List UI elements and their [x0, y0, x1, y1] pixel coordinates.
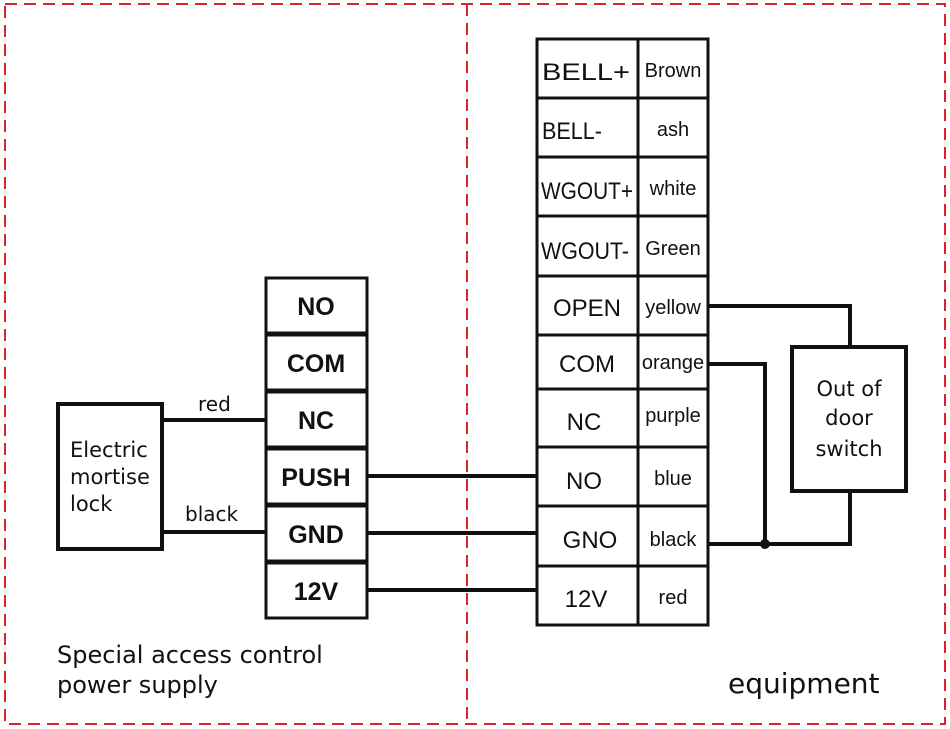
equipment-label: equipment — [728, 667, 880, 700]
eq-terminal-bell-minus: BELL- — [542, 118, 602, 145]
lock-wire-black-label: black — [185, 502, 239, 526]
lock-wire-red-label: red — [198, 392, 231, 416]
equipment-terminal-block: BELL+ BELL- WGOUT+ WGOUT- OPEN COM NC NO… — [535, 37, 710, 627]
ps-terminal-cell — [264, 276, 369, 335]
ps-terminal-cell — [264, 561, 369, 620]
eq-color-purple: purple — [645, 405, 701, 427]
lock-text-line2: mortise — [70, 465, 150, 489]
power-supply-terminal-block: NO COM NC PUSH GND 12V — [264, 276, 369, 620]
eq-color-brown: Brown — [645, 60, 702, 82]
ps-terminal-com: COM — [287, 350, 345, 378]
wire-open-to-switch — [708, 304, 852, 347]
lock-text-line3: lock — [70, 492, 113, 516]
wire-gno-to-switch — [708, 491, 852, 546]
junction-dot — [760, 539, 770, 549]
eq-color-red: red — [659, 587, 688, 609]
eq-terminal-wgout-minus: WGOUT- — [541, 238, 629, 265]
wire-com-to-junction — [708, 362, 767, 544]
eq-terminal-wgout-plus: WGOUT+ — [541, 178, 633, 205]
ps-terminal-gnd: GND — [288, 521, 344, 549]
eq-terminal-com: COM — [559, 351, 615, 378]
eq-terminal-nc: NC — [567, 409, 602, 436]
eq-color-yellow: yellow — [645, 297, 701, 319]
ps-terminal-cell — [264, 333, 369, 392]
lock-text-line1: Electric — [70, 438, 148, 462]
eq-terminal-no: NO — [566, 468, 602, 495]
ps-terminal-cell — [264, 390, 369, 449]
electric-lock-box — [56, 402, 164, 551]
door-switch-box — [790, 345, 908, 493]
power-supply-label-line1: Special access control — [57, 641, 323, 669]
eq-color-green: Green — [645, 238, 701, 260]
eq-color-white: white — [649, 178, 697, 200]
eq-terminal-bell-plus: BELL+ — [542, 59, 630, 86]
ps-terminal-cell — [264, 447, 369, 506]
eq-color-orange: orange — [642, 352, 704, 374]
door-switch-text-line3: switch — [815, 437, 882, 461]
door-switch-text-line1: Out of — [817, 377, 883, 401]
eq-color-ash: ash — [657, 119, 689, 141]
eq-color-blue: blue — [654, 468, 692, 490]
door-switch-text-line2: door — [825, 406, 873, 430]
eq-terminal-open: OPEN — [553, 295, 621, 322]
ps-terminal-12v: 12V — [294, 578, 339, 606]
eq-color-black: black — [650, 529, 698, 551]
ps-terminal-push: PUSH — [281, 464, 350, 492]
ps-terminal-no: NO — [297, 293, 335, 321]
equipment-block-frame — [535, 37, 710, 627]
ps-terminal-nc: NC — [298, 407, 334, 435]
eq-terminal-12v: 12V — [565, 586, 608, 613]
region-border-outer — [4, 3, 946, 725]
ps-terminal-cell — [264, 504, 369, 563]
power-supply-label-line2: power supply — [57, 671, 218, 699]
eq-terminal-gno: GNO — [563, 527, 618, 554]
